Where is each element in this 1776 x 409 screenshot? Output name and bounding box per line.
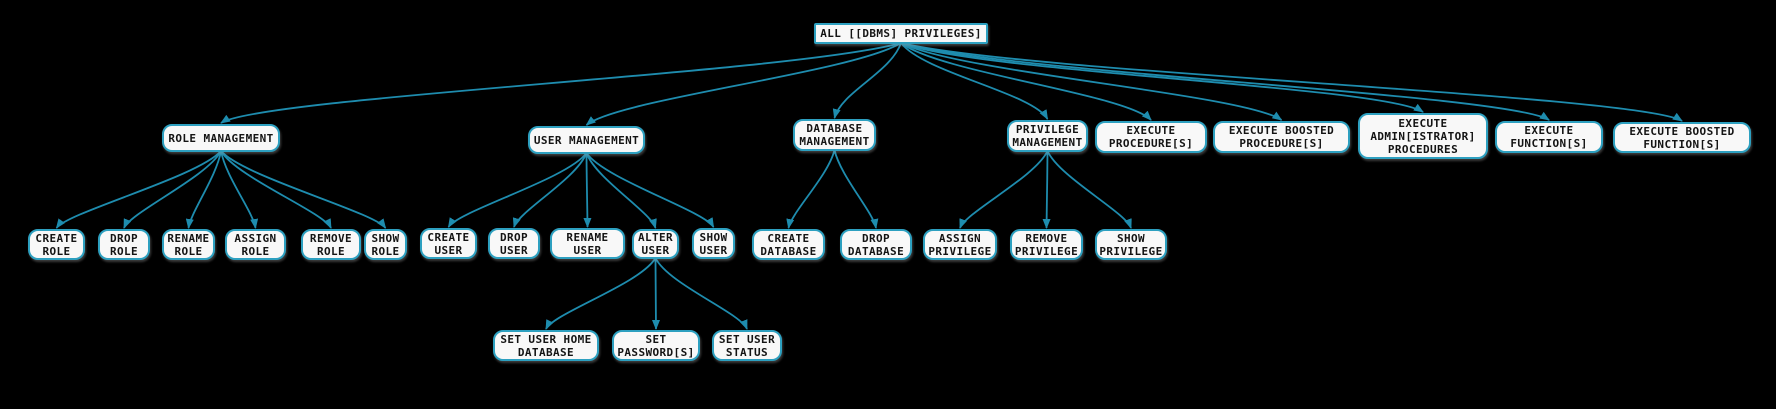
node-execute-procedures: EXECUTE PROCEDURE[S] [1095,121,1207,153]
edge-alter-user--set-user-status [654,257,748,330]
edge-role-management--show-role [220,150,387,229]
edge-all-dbms-privileges--execute-boosted-procedures [900,42,1283,121]
node-execute-boosted-functions: EXECUTE BOOSTED FUNCTION[S] [1613,122,1751,153]
edge-all-dbms-privileges--database-management [832,42,902,119]
node-drop-user: DROP USER [488,228,540,259]
node-rename-role: RENAME ROLE [162,229,215,260]
node-execute-functions: EXECUTE FUNCTION[S] [1495,121,1603,153]
edge-database-management--create-database [786,149,836,229]
node-show-user: SHOW USER [692,228,735,259]
node-set-passwords: SET PASSWORD[S] [612,330,700,361]
node-database-management: DATABASE MANAGEMENT [793,119,876,151]
node-set-user-home-database: SET USER HOME DATABASE [493,330,599,361]
edge-privilege-management--remove-privilege [1042,150,1051,229]
edge-database-management--drop-database [833,149,879,229]
edge-privilege-management--show-privilege [1046,150,1132,229]
node-show-role: SHOW ROLE [364,229,407,260]
edge-user-management--show-user [585,152,715,228]
node-assign-role: ASSIGN ROLE [225,229,286,260]
edge-role-management--remove-role [220,150,332,229]
edge-all-dbms-privileges--execute-boosted-functions [900,42,1683,122]
edge-role-management--assign-role [220,150,259,229]
node-create-user: CREATE USER [420,228,477,259]
edge-alter-user--set-user-home-database [545,257,657,330]
edge-user-management--alter-user [585,152,657,229]
edge-all-dbms-privileges--user-management [585,42,902,126]
edge-all-dbms-privileges--execute-procedures [900,42,1152,121]
node-remove-role: REMOVE ROLE [301,229,361,260]
node-set-user-status: SET USER STATUS [712,330,782,361]
edge-alter-user--set-passwords [651,257,660,330]
node-execute-admin-procedures: EXECUTE ADMIN[ISTRATOR] PROCEDURES [1358,113,1488,159]
edge-user-management--rename-user [583,152,592,228]
node-create-database: CREATE DATABASE [752,229,825,260]
node-remove-privilege: REMOVE PRIVILEGE [1010,229,1083,260]
node-privilege-management: PRIVILEGE MANAGEMENT [1007,120,1088,152]
edge-role-management--create-role [55,150,222,229]
node-user-management: USER MANAGEMENT [528,126,645,154]
node-show-privilege: SHOW PRIVILEGE [1095,229,1167,260]
edge-privilege-management--assign-privilege [959,150,1049,229]
node-rename-user: RENAME USER [550,228,625,259]
node-execute-boosted-procedures: EXECUTE BOOSTED PROCEDURE[S] [1213,121,1350,153]
edge-user-management--create-user [447,152,588,228]
edge-user-management--drop-user [512,152,588,228]
node-alter-user: ALTER USER [632,229,679,259]
edge-role-management--drop-role [123,150,222,229]
edge-role-management--rename-role [185,150,222,229]
node-all-dbms-privileges: ALL [[DBMS] PRIVILEGES] [814,23,988,44]
edge-all-dbms-privileges--role-management [220,42,902,124]
node-create-role: CREATE ROLE [28,229,85,260]
edge-all-dbms-privileges--execute-admin-procedures [900,42,1424,113]
edge-all-dbms-privileges--privilege-management [900,42,1049,120]
edge-all-dbms-privileges--execute-functions [900,42,1550,121]
node-drop-role: DROP ROLE [98,229,150,260]
node-role-management: ROLE MANAGEMENT [162,124,280,152]
node-drop-database: DROP DATABASE [840,229,912,260]
node-assign-privilege: ASSIGN PRIVILEGE [923,229,997,260]
